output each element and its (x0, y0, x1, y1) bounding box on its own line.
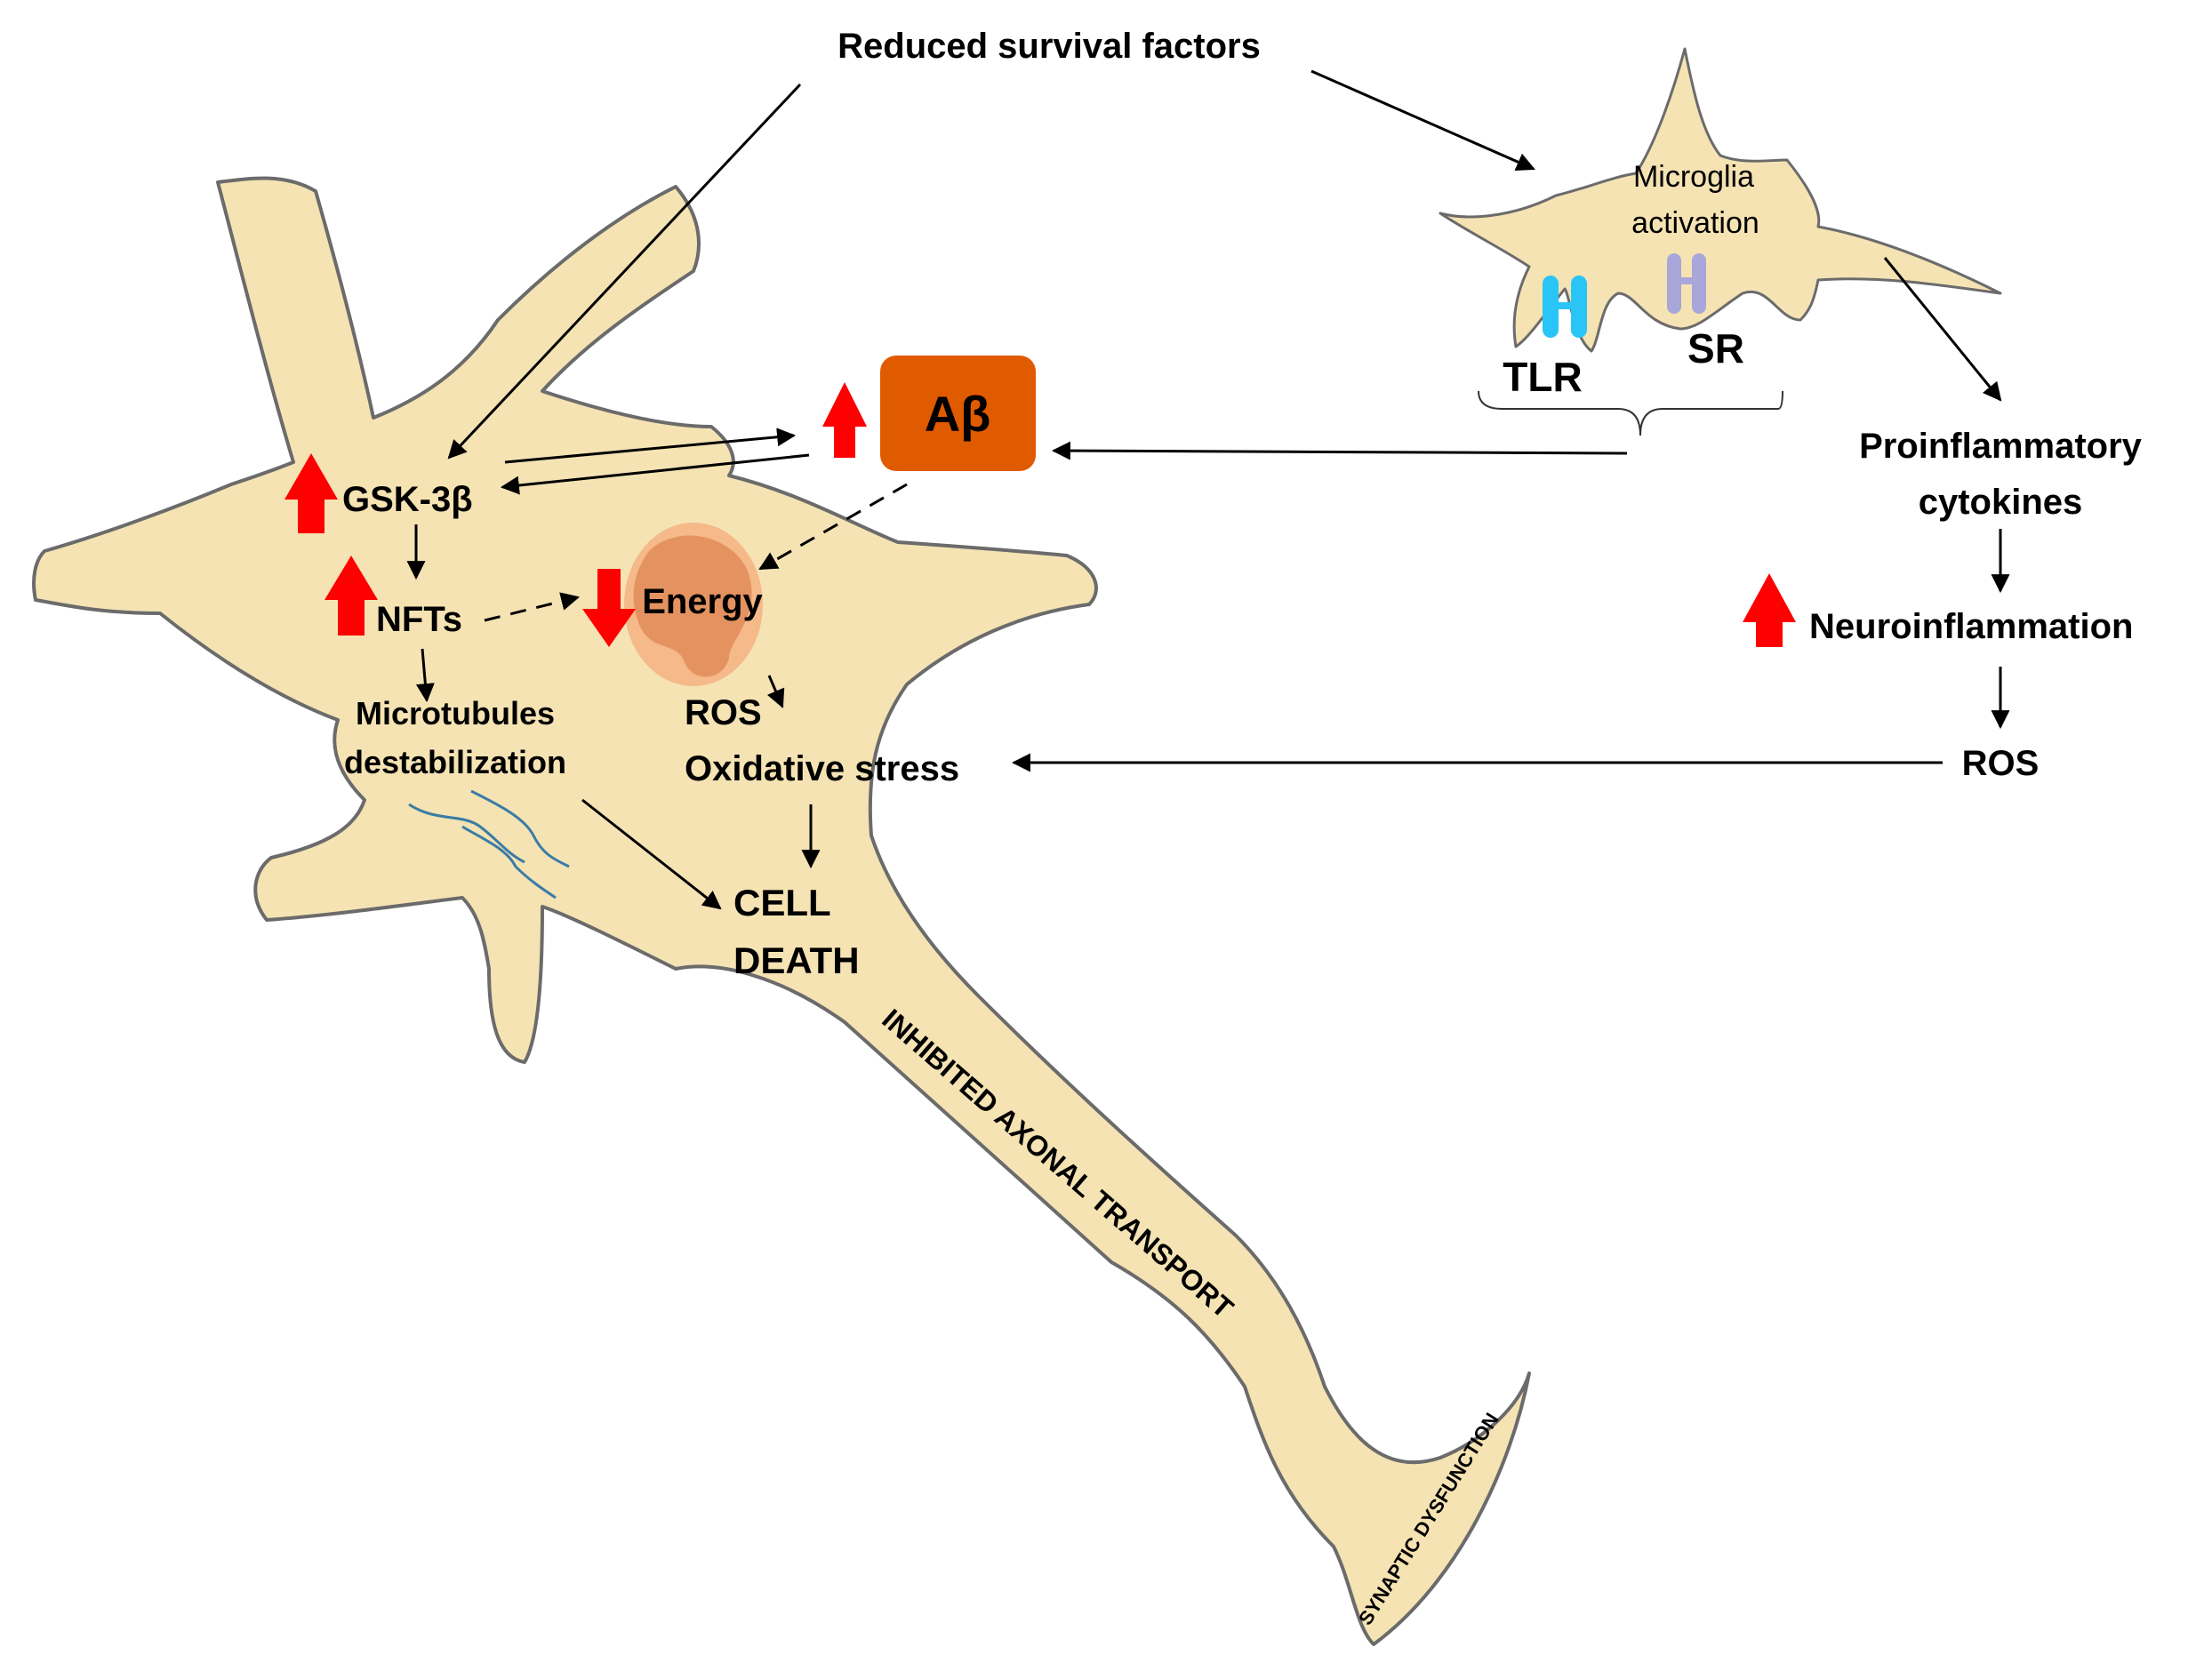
label-reduced-survival: Reduced survival factors (838, 27, 1261, 66)
label-ros-right: ROS (1962, 744, 2040, 783)
label-sr: SR (1687, 325, 1744, 372)
label-gsk: GSK-3β (342, 480, 473, 519)
label-microglia-1: Microglia (1633, 160, 1754, 194)
label-energy: Energy (642, 582, 763, 621)
label-oxidative-stress: Oxidative stress (685, 749, 959, 788)
label-cell-death-2: DEATH (733, 939, 860, 981)
up-arrow-neuroinflammation-icon (1743, 573, 1796, 647)
down-arrow-energy-icon (582, 569, 636, 647)
up-arrow-nfts-icon (325, 556, 378, 636)
receptor-brace (1478, 390, 1783, 436)
label-axonal-transport: INHIBITED AXONAL TRANSPORT (876, 1003, 1239, 1324)
microtubule-lines (408, 789, 570, 899)
tlr-receptor-icon (1543, 276, 1587, 338)
label-cell-death-1: CELL (733, 882, 831, 923)
pathway-arrows (406, 69, 2010, 910)
label-microglia-2: activation (1631, 206, 1759, 240)
up-arrow-gsk-icon (285, 453, 338, 533)
sr-receptor-icon (1667, 253, 1706, 314)
abeta-box (880, 356, 1036, 471)
label-abeta: Aβ (925, 386, 991, 442)
label-tlr: TLR (1503, 354, 1582, 400)
mitochondrion-icon (624, 523, 763, 686)
label-ros-neuron: ROS (685, 693, 762, 732)
label-proinflammatory-2: cytokines (1919, 483, 2083, 522)
up-arrow-abeta-icon (822, 382, 867, 458)
neuron-cell (32, 176, 1531, 1646)
label-neuroinflammation: Neuroinflammation (1809, 607, 2133, 646)
microglia-cell (1439, 47, 2002, 353)
label-nfts: NFTs (376, 600, 462, 639)
label-proinflammatory-1: Proinflammatory (1859, 427, 2143, 466)
label-microtubules-2: destabilization (344, 744, 566, 780)
label-microtubules-1: Microtubules (356, 695, 555, 732)
